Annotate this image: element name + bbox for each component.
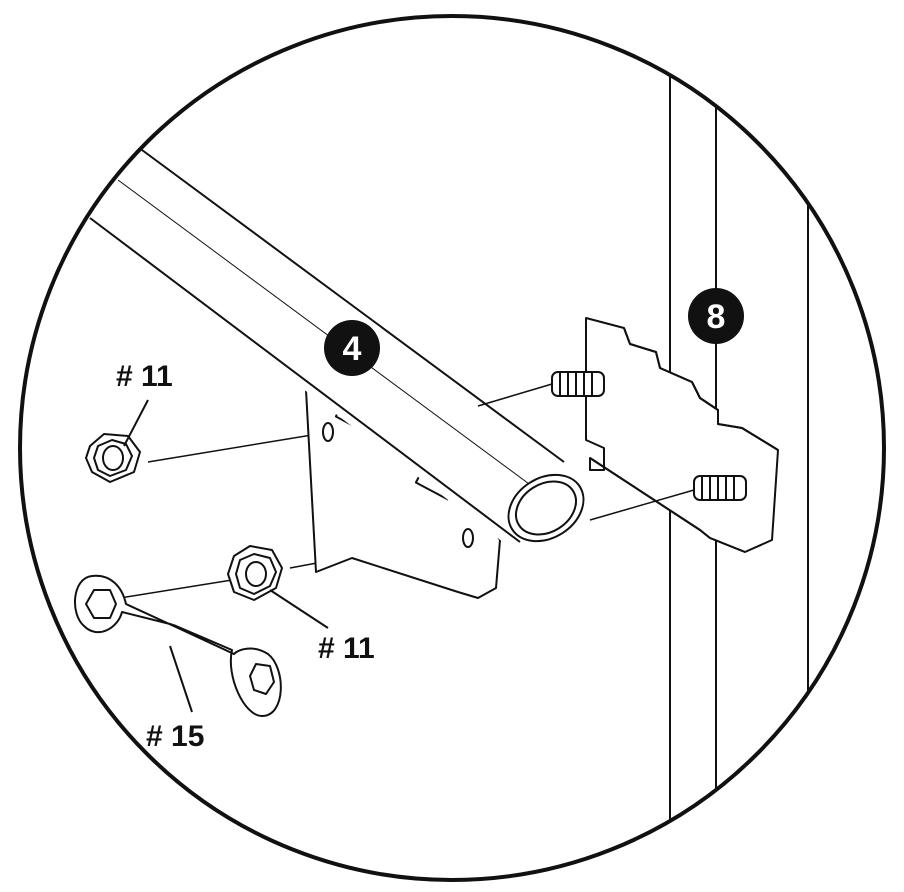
threaded-stud-upper xyxy=(551,371,605,397)
threaded-stud-lower xyxy=(693,475,747,501)
badge-post-number: 8 xyxy=(707,298,726,336)
label-nut-middle: # 11 xyxy=(318,632,375,665)
hex-nut-upper xyxy=(85,433,141,483)
badge-tube: 4 xyxy=(324,320,380,376)
label-wrench: # 15 xyxy=(146,720,204,753)
wrench xyxy=(73,574,282,717)
detail-circle xyxy=(18,14,886,882)
label-nut-upper: # 11 xyxy=(116,360,173,393)
badge-tube-number: 4 xyxy=(343,330,362,368)
leader-lines xyxy=(123,399,329,713)
post-bracket xyxy=(585,317,779,553)
tube xyxy=(20,149,585,555)
badge-post: 8 xyxy=(688,288,744,344)
hex-nut-middle xyxy=(227,545,283,601)
